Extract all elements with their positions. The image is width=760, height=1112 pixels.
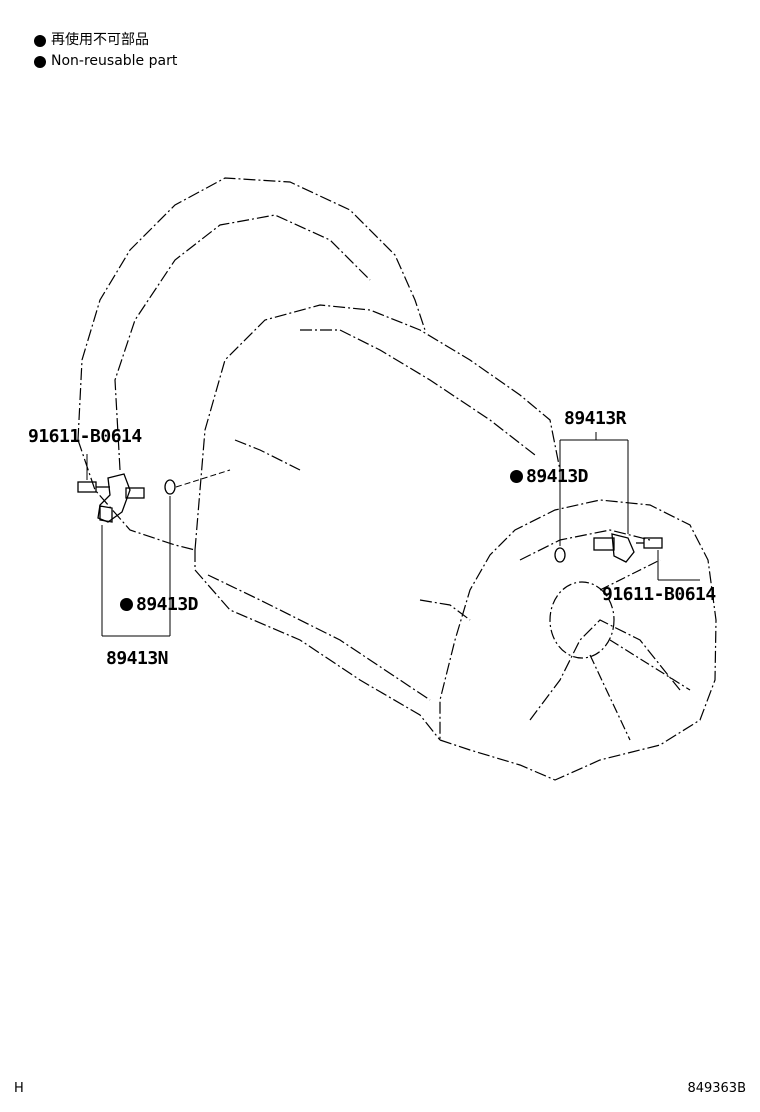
- legend-row-japanese: 再使用不可部品: [34, 30, 177, 51]
- part-label-bolt-right: 91611-B0614: [602, 584, 716, 605]
- bolt-left-number: 91611-B0614: [28, 426, 142, 447]
- transmission-housing-outline: [77, 177, 717, 781]
- part-label-bolt-left: 91611-B0614: [28, 426, 142, 447]
- bullet-icon: [34, 34, 46, 47]
- legend-text-japanese: 再使用不可部品: [51, 32, 149, 48]
- output-flange: [549, 559, 691, 741]
- bullet-icon: [34, 55, 46, 68]
- part-label-oring-left: 89413D: [120, 594, 199, 615]
- sensor-left-number: 89413N: [106, 648, 169, 669]
- oring-right-number: 89413D: [526, 466, 589, 487]
- legend-row-english: Non-reusable part: [34, 51, 177, 72]
- part-label-sensor-right: 89413R: [564, 408, 627, 429]
- legend-text-english: Non-reusable part: [51, 53, 178, 69]
- non-reusable-bullet-icon: [120, 598, 133, 611]
- footer-left-code: H: [14, 1081, 24, 1096]
- non-reusable-bullet-icon: [510, 470, 523, 483]
- speed-sensor-left-drawing: [77, 454, 231, 637]
- illustration-id: 849363B: [687, 1081, 746, 1096]
- footer-code-text: H: [14, 1081, 24, 1096]
- illustration-id-text: 849363B: [687, 1081, 746, 1096]
- part-label-oring-right: 89413D: [510, 466, 589, 487]
- oring-left-number: 89413D: [136, 594, 199, 615]
- part-label-sensor-left: 89413N: [106, 648, 169, 669]
- bolt-right-number: 91611-B0614: [602, 584, 716, 605]
- legend: 再使用不可部品 Non-reusable part: [34, 30, 177, 72]
- speed-sensor-right-drawing: [554, 432, 700, 581]
- sensor-right-number: 89413R: [564, 408, 627, 429]
